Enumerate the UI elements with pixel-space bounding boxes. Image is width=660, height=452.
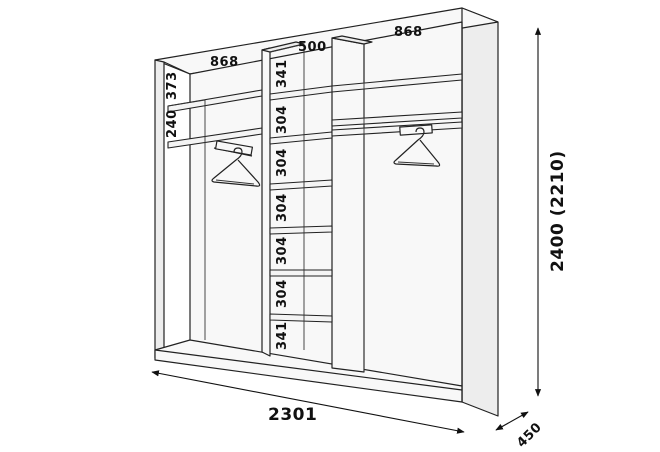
back-panel — [189, 21, 463, 387]
dim-column-7: 341 — [275, 321, 290, 350]
middle-shelf-2 — [269, 131, 333, 145]
dim-left-upper: 373 — [165, 71, 180, 100]
left-side-panel — [154, 59, 165, 361]
dim-depth: 450 — [514, 420, 545, 451]
dim-column-2: 304 — [275, 105, 290, 134]
dim-column-3: 304 — [275, 148, 290, 177]
left-compartment — [167, 89, 263, 340]
dim-column-5: 304 — [275, 236, 290, 265]
middle-shelf-6 — [269, 313, 333, 323]
left-rail-holder — [214, 140, 254, 156]
middle-shelf-3 — [269, 179, 333, 191]
right-side-panel — [461, 7, 499, 417]
dim-column-4: 304 — [275, 193, 290, 222]
dim-height: 2400 (2210) — [548, 150, 568, 272]
left-hanger-icon — [211, 147, 261, 187]
right-shelf-middle — [331, 111, 463, 127]
dim-top-middle: 500 — [298, 40, 327, 55]
top-panel — [154, 7, 499, 75]
width-dimension-line — [151, 370, 465, 434]
middle-shelf-4 — [269, 225, 333, 235]
right-compartment — [331, 73, 463, 372]
dimension-lines — [151, 27, 542, 434]
depth-dimension-line — [495, 411, 529, 431]
dim-top-left: 868 — [210, 55, 239, 70]
dim-left-lower: 240 — [165, 109, 180, 138]
wardrobe-carcass — [154, 7, 499, 417]
right-hanger-icon — [393, 127, 441, 167]
middle-shelf-5 — [269, 269, 333, 277]
middle-left-divider — [261, 47, 271, 357]
right-shelf-upper — [331, 73, 463, 93]
dim-top-right: 868 — [394, 25, 423, 40]
dim-column-6: 304 — [275, 279, 290, 308]
dim-width: 2301 — [268, 405, 317, 425]
dim-column-1: 341 — [275, 59, 290, 88]
